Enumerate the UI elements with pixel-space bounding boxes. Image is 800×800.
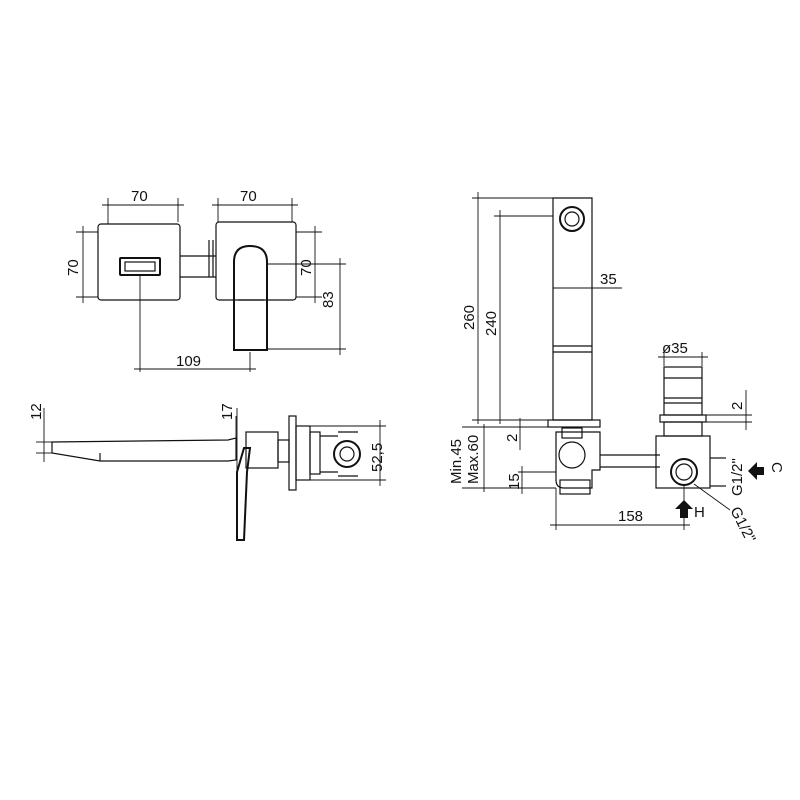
spout-outlet-circle: [559, 206, 585, 232]
dim-spout-height: 240: [483, 311, 500, 336]
spout-side: [51, 437, 237, 462]
dim-total-height: 260: [461, 305, 478, 330]
label-cold: C: [768, 462, 785, 473]
dim-left-plate-height: 70: [65, 259, 82, 276]
spout-outlet: [119, 257, 161, 276]
handle-side: [236, 447, 252, 541]
side-view: 12 17 52,5: [28, 403, 386, 541]
dim-plate-gap-left: 2: [504, 434, 521, 442]
dim-right-plate-width: 70: [240, 188, 257, 205]
front-view: 70 70 70 70 83 109: [65, 188, 346, 372]
dim-handle-thickness: 17: [219, 403, 236, 420]
hot-arrow-icon: [675, 500, 693, 518]
dim-diameter: ø35: [662, 340, 688, 357]
dim-min-depth: Min.45: [448, 439, 465, 484]
left-cover-plate: [97, 223, 181, 301]
label-hot: H: [694, 504, 705, 521]
dim-center-distance: 109: [176, 353, 201, 370]
rear-connection-circle: [333, 440, 361, 468]
dim-right-plate-height: 70: [298, 259, 315, 276]
section-view: 260 240 35 ø35 2 2 Min.45 Max.60 15: [448, 192, 785, 546]
dim-offset: 15: [506, 473, 523, 490]
cold-arrow-icon: [748, 462, 764, 480]
inlet-hot-thread: G1/2": [726, 504, 758, 545]
dim-spout-width: 35: [600, 271, 617, 288]
dim-width: 158: [618, 508, 643, 525]
dim-left-plate-width: 70: [131, 188, 148, 205]
dim-plate-gap-right: 2: [729, 402, 746, 410]
mixer-handle: [233, 244, 268, 351]
inlet-circle: [670, 458, 698, 486]
dim-body-depth: 52,5: [369, 443, 386, 472]
dim-max-depth: Max.60: [465, 435, 482, 484]
right-cover-plate: [215, 221, 297, 301]
inlet-cold-thread: G1/2": [729, 458, 746, 496]
valve-cartridge: [663, 366, 703, 416]
dim-spout-thickness: 12: [28, 403, 45, 420]
dim-handle-drop: 83: [320, 291, 337, 308]
